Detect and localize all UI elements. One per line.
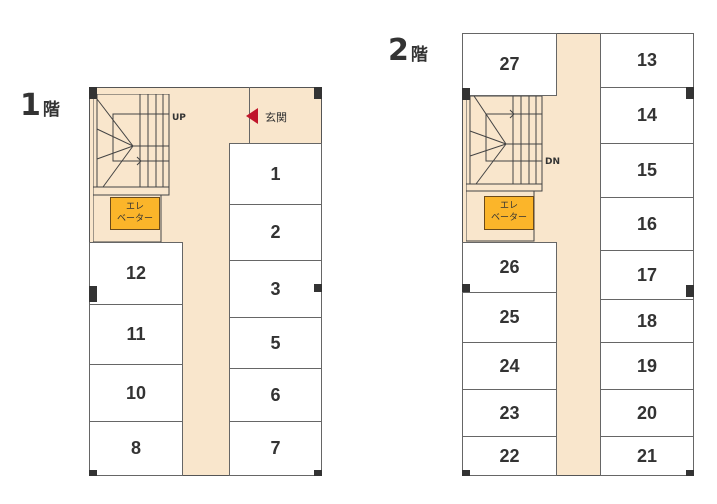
- room-26[interactable]: 26: [462, 242, 557, 293]
- room-10[interactable]: 10: [89, 364, 183, 422]
- elevator-1f: エレベーター: [110, 197, 160, 230]
- staircase-1f: [93, 94, 170, 242]
- elevator-2f: エレベーター: [484, 196, 534, 230]
- room-20[interactable]: 20: [600, 389, 694, 437]
- room-8[interactable]: 8: [89, 421, 183, 476]
- pillar: [89, 470, 97, 476]
- room-16[interactable]: 16: [600, 197, 694, 251]
- room-25[interactable]: 25: [462, 292, 557, 343]
- pillar: [462, 284, 470, 292]
- room-5[interactable]: 5: [229, 317, 322, 369]
- pillar: [686, 87, 694, 99]
- room-7[interactable]: 7: [229, 421, 322, 476]
- room-23[interactable]: 23: [462, 389, 557, 437]
- room-3[interactable]: 3: [229, 260, 322, 318]
- room-19[interactable]: 19: [600, 342, 694, 390]
- room-11[interactable]: 11: [89, 304, 183, 365]
- room-24[interactable]: 24: [462, 342, 557, 390]
- pillar: [686, 470, 694, 476]
- pillar: [686, 285, 694, 297]
- room-15[interactable]: 15: [600, 143, 694, 198]
- room-17[interactable]: 17: [600, 250, 694, 300]
- room-18[interactable]: 18: [600, 299, 694, 343]
- pillar: [314, 87, 322, 99]
- room-22[interactable]: 22: [462, 436, 557, 476]
- room-12[interactable]: 12: [89, 242, 183, 305]
- pillar: [462, 470, 470, 476]
- entrance-label: 玄関: [265, 111, 287, 124]
- room-13[interactable]: 13: [600, 33, 694, 88]
- pillar: [314, 470, 322, 476]
- room-6[interactable]: 6: [229, 368, 322, 422]
- entrance-arrow-icon: [246, 108, 258, 124]
- room-14[interactable]: 14: [600, 87, 694, 144]
- pillar: [89, 286, 97, 302]
- pillar: [314, 284, 322, 292]
- stair-up-label: UP: [172, 113, 186, 123]
- room-27[interactable]: 27: [462, 33, 557, 96]
- staircase-2f: [466, 96, 543, 242]
- room-1[interactable]: 1: [229, 143, 322, 205]
- stair-down-label: DN: [545, 157, 561, 167]
- pillar: [89, 87, 97, 99]
- room-2[interactable]: 2: [229, 204, 322, 261]
- pillar: [462, 88, 470, 100]
- room-21[interactable]: 21: [600, 436, 694, 476]
